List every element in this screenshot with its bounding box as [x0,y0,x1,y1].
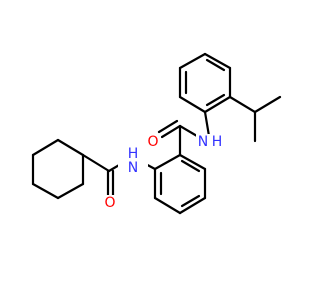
atom-labels: N H O O N H [102,134,226,211]
carbonyl-oxygen-upper: O [147,134,158,150]
bond [205,58,226,72]
bond [205,93,226,107]
bond [81,153,111,173]
bond [180,194,201,208]
bond [31,182,60,200]
bond [160,124,182,139]
amide-nitrogen-right: N [198,134,208,150]
bond [178,95,207,114]
bond [203,110,211,138]
carbonyl-oxygen-lower: O [104,195,115,211]
molecule-structure-diagram: N H O O N H [31,52,282,215]
bond [203,95,232,114]
bonds [31,52,282,215]
bond [203,52,232,70]
bond [178,196,207,215]
bond [228,95,257,114]
bond [31,138,60,157]
bond [178,124,199,138]
bond [178,153,207,171]
bond [56,138,85,157]
bond [157,119,179,134]
amide-nitrogen-left: N [128,160,138,176]
amide-hydrogen-left: H [128,146,139,162]
bond [253,95,282,114]
bond [178,52,207,70]
amide-hydrogen-right: H [212,134,223,150]
bond [153,153,182,171]
bond [180,159,201,173]
bond [153,196,182,215]
bond [56,182,85,200]
